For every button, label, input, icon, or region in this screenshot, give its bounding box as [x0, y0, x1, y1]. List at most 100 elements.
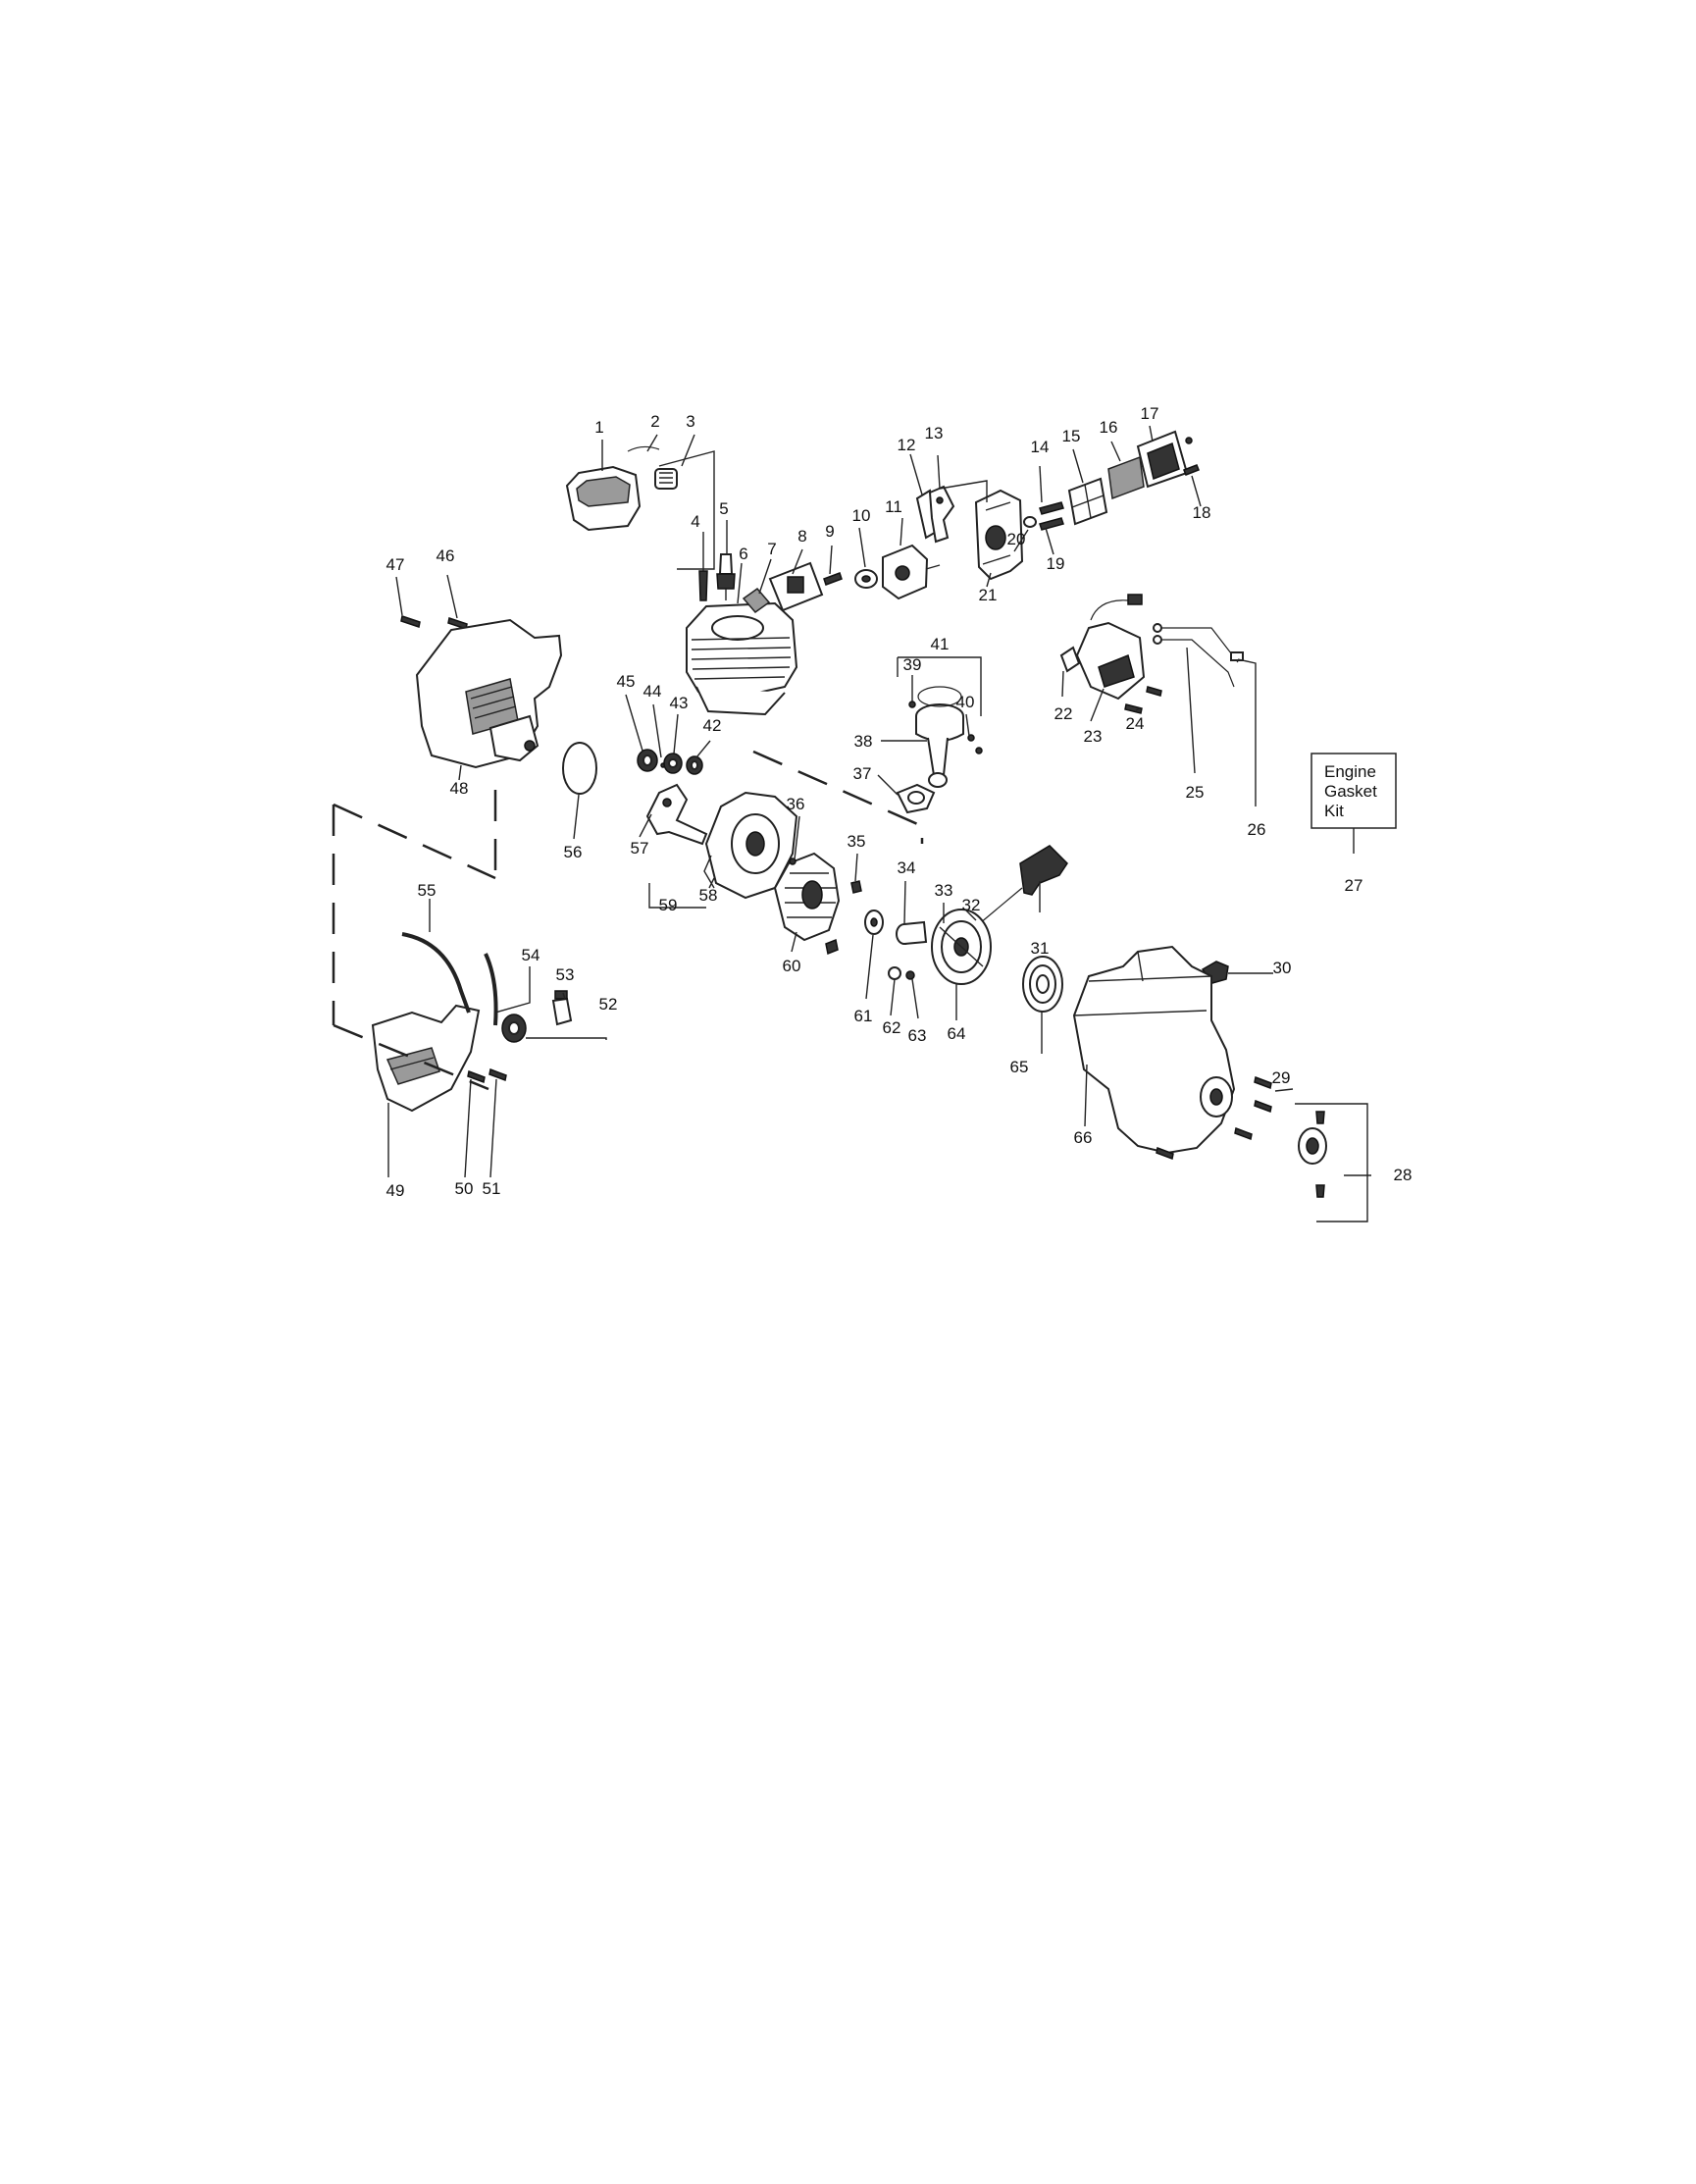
engine-gasket-kit-box: Engine Gasket Kit: [1311, 753, 1397, 829]
screw-9: [823, 572, 843, 586]
flywheel: [773, 852, 841, 956]
label-44: 44: [643, 682, 662, 701]
recoil-spring: [1022, 956, 1063, 1013]
label-33: 33: [935, 881, 953, 900]
screw-23: [1146, 686, 1162, 697]
engine-housing: [1072, 945, 1236, 1155]
screw-47: [400, 615, 421, 628]
label-45: 45: [617, 672, 636, 691]
label-26: 26: [1248, 820, 1266, 839]
label-48: 48: [450, 779, 469, 798]
label-43: 43: [670, 694, 689, 712]
label-24: 24: [1126, 714, 1145, 733]
label-41: 41: [931, 635, 950, 653]
label-29: 29: [1272, 1068, 1291, 1087]
label-5: 5: [719, 499, 728, 518]
bearing-45: [637, 749, 658, 772]
label-55: 55: [418, 881, 437, 900]
screw-50: [467, 1069, 486, 1084]
label-54: 54: [522, 946, 540, 964]
air-filter-cover: [1136, 430, 1189, 489]
label-50: 50: [455, 1179, 474, 1198]
ignition-module: [1059, 594, 1146, 701]
wire-terminal-26: [1153, 623, 1162, 633]
washer-10: [854, 569, 878, 589]
screw-17-top: [1185, 437, 1193, 444]
piston-assembly: [915, 703, 964, 788]
crankcase-gasket: [896, 783, 936, 814]
label-1: 1: [594, 418, 603, 437]
label-65: 65: [1010, 1058, 1029, 1076]
clamp: [1298, 1111, 1327, 1198]
washer-61: [864, 910, 884, 935]
label-35: 35: [848, 832, 866, 851]
label-19: 19: [1047, 554, 1065, 573]
label-38: 38: [854, 732, 873, 751]
kit-line-2: Gasket: [1324, 782, 1377, 801]
spark-plug: [716, 553, 736, 600]
label-42: 42: [703, 716, 722, 735]
washer-62: [888, 966, 901, 980]
label-66: 66: [1074, 1128, 1093, 1147]
pin-clip-39: [908, 701, 916, 708]
label-32: 32: [962, 896, 981, 914]
nut-35: [850, 880, 862, 894]
label-12: 12: [898, 436, 916, 454]
label-28: 28: [1394, 1166, 1413, 1184]
nut-52: [501, 1014, 527, 1043]
label-15: 15: [1062, 427, 1081, 445]
insulator: [768, 561, 824, 612]
label-10: 10: [852, 506, 871, 525]
screw-29d: [1234, 1126, 1253, 1141]
label-59: 59: [659, 896, 678, 914]
label-2: 2: [650, 412, 659, 431]
o-ring: [562, 742, 597, 795]
cylinder-cover: [565, 465, 642, 532]
leader-lines: [387, 425, 1371, 1222]
label-47: 47: [386, 555, 405, 574]
muffler-guard: [371, 1004, 481, 1113]
label-6: 6: [739, 545, 747, 563]
screw-29b: [1254, 1099, 1272, 1114]
label-30: 30: [1273, 959, 1292, 977]
grouping-lines: [332, 750, 924, 1091]
pulley-spindle: [896, 920, 928, 945]
label-4: 4: [691, 512, 699, 531]
ground-wire: [1157, 639, 1235, 688]
air-filter: [1107, 455, 1145, 500]
screw-18: [1183, 464, 1200, 476]
seal-42: [686, 755, 703, 775]
stop-wire: [1157, 627, 1239, 663]
label-21: 21: [979, 586, 998, 604]
kit-line-3: Kit: [1324, 802, 1344, 820]
label-64: 64: [948, 1024, 966, 1043]
starter-handle: [1019, 845, 1068, 896]
label-60: 60: [783, 957, 801, 975]
label-63: 63: [908, 1026, 927, 1045]
label-8: 8: [797, 527, 806, 546]
label-7: 7: [767, 540, 776, 558]
label-37: 37: [853, 764, 872, 783]
crankshaft: [645, 783, 708, 846]
bearing-43: [663, 753, 683, 774]
label-18: 18: [1193, 503, 1211, 522]
choke-lever: [928, 485, 955, 544]
muffler: [415, 618, 563, 769]
screw-63: [905, 970, 915, 980]
label-16: 16: [1100, 418, 1118, 437]
label-46: 46: [437, 546, 455, 565]
pin-clip-40b: [975, 747, 983, 754]
label-53: 53: [556, 965, 575, 984]
label-11: 11: [885, 497, 902, 516]
wire-connector: [1230, 651, 1244, 661]
filter-screen: [1067, 477, 1108, 526]
spring: [654, 468, 678, 490]
label-27: 27: [1345, 876, 1363, 895]
part-number-labels: 1 2 3 4 5 6 7 8 9 10 11 12 13 14 15 16 1…: [386, 404, 1413, 1200]
label-49: 49: [386, 1181, 405, 1200]
pin: [627, 445, 660, 452]
label-39: 39: [903, 655, 922, 674]
air-filter-base: [974, 489, 1024, 581]
hose-54: [484, 953, 498, 1026]
key-36: [789, 858, 797, 865]
